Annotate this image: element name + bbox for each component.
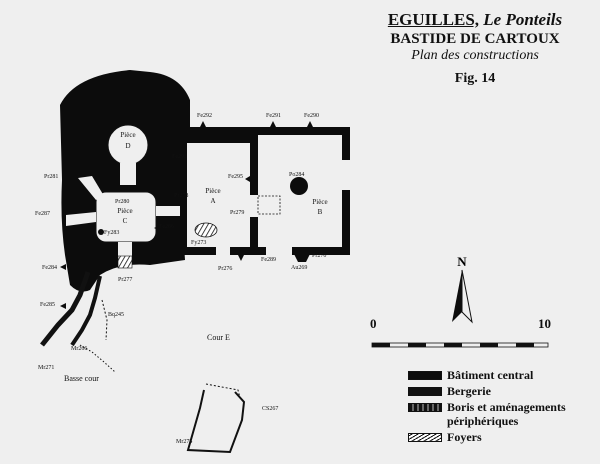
piece-a-letter: A [210, 197, 215, 205]
label-fe285: Fe285 [40, 302, 55, 308]
legend-label: Bergerie [447, 384, 491, 398]
label-bq245: Bq245 [108, 312, 124, 318]
legend-swatch-bergerie [408, 387, 442, 396]
legend-item-bergerie: Bergerie [408, 384, 566, 400]
legend-label: Foyers [447, 430, 482, 444]
label-au269: Au269 [291, 265, 307, 271]
gate-pr277 [117, 255, 133, 269]
label-pr279: Pr279 [230, 210, 244, 216]
south-notch-2 [266, 247, 292, 255]
cour-e-label: Cour E [207, 333, 230, 342]
label-pr277: Pr277 [118, 277, 132, 283]
label-mr266: Mr266 [71, 346, 87, 352]
window-fe287 [64, 208, 70, 214]
site-locality: Le Ponteils [483, 10, 563, 29]
label-pr280: Pr280 [115, 199, 129, 205]
window-fe285 [60, 303, 66, 309]
piece-b-letter: B [318, 208, 323, 216]
pit-po284 [290, 177, 308, 195]
label-fe291: Fe291 [266, 113, 281, 119]
legend: Bâtiment central Bergerie Boris et aména… [408, 368, 566, 446]
label-pr276: Pr276 [218, 266, 232, 272]
scale-start: 0 [370, 316, 377, 331]
sw-wall-1 [40, 271, 91, 347]
sw-wall-2 [70, 275, 102, 347]
label-fe286: Fe286 [159, 224, 174, 230]
site-name: EGUILLES, [387, 10, 480, 29]
label-fe293: Fe293 [172, 154, 187, 160]
sw-wall-3 [101, 299, 108, 341]
label-fe292: Fe292 [197, 113, 212, 119]
legend-item-boris: Boris et aménagements périphériques [408, 400, 566, 430]
foyer-fy273 [194, 222, 218, 238]
legend-label-cont: périphériques [447, 414, 519, 428]
label-fe284: Fe284 [42, 265, 57, 271]
window-fe291 [270, 121, 276, 127]
north-arrow-left [452, 270, 462, 322]
window-fe290 [307, 121, 313, 127]
label-fy273: Fy273 [191, 240, 206, 246]
passage-w [66, 212, 96, 226]
foyer-fy283 [98, 229, 104, 235]
label-fe290: Fe290 [304, 113, 319, 119]
label-fe295: Fe295 [228, 174, 243, 180]
scale-end: 10 [538, 316, 551, 331]
window-fe292 [200, 121, 206, 127]
site-title: EGUILLES, Le Ponteils [370, 10, 580, 30]
label-fe287: Fe287 [35, 211, 50, 217]
piece-c-letter: C [123, 217, 128, 225]
piece-d-passage [120, 163, 136, 185]
north-arrow-right [461, 269, 473, 324]
label-fy283: Fy283 [104, 230, 119, 236]
label-po284: Po284 [289, 172, 304, 178]
legend-label: Bâtiment central [447, 368, 534, 382]
legend-swatch-foyers [408, 433, 442, 442]
passage-nw [78, 176, 104, 200]
label-pr278: Pr278 [174, 193, 188, 199]
south-notch-1 [216, 247, 230, 255]
window-fe286 [154, 225, 160, 231]
figure-number: Fig. 14 [454, 71, 496, 87]
legend-item-foyers: Foyers [408, 430, 566, 446]
passage-e [156, 206, 182, 216]
legend-label: Boris et aménagements [447, 400, 566, 414]
niche [257, 195, 281, 215]
legend-swatch-black [408, 371, 442, 380]
window-fe289 [238, 255, 244, 261]
basse-cour-label: Basse cour [64, 374, 99, 383]
label-pr281: Pr281 [44, 174, 58, 180]
label-mr275: Mr275 [176, 439, 192, 445]
sw-wall-4 [79, 344, 116, 373]
label-cs267: CS267 [262, 406, 278, 412]
plan-caption: Plan des constructions [411, 48, 539, 64]
window-fe293 [174, 148, 180, 154]
structure-cs267 [186, 389, 246, 454]
legend-item-batiment: Bâtiment central [408, 368, 566, 384]
label-pr270: Pr270 [312, 253, 326, 259]
scale-bar [371, 342, 549, 348]
title-block: EGUILLES, Le Ponteils BASTIDE DE CARTOUX… [370, 10, 580, 88]
north-label: N [457, 254, 467, 269]
piece-c-label: Pièce [117, 207, 132, 215]
legend-swatch-boris [408, 403, 442, 412]
door-pr279 [250, 195, 258, 217]
piece-d-label: Pièce [120, 131, 135, 139]
plan-subtitle: BASTIDE DE CARTOUX [390, 31, 560, 48]
piece-d-letter: D [125, 142, 130, 150]
label-fe289: Fe289 [261, 257, 276, 263]
south-step [294, 254, 310, 262]
label-mr271: Mr271 [38, 365, 54, 371]
window-fe284 [60, 264, 66, 270]
window-fe295 [245, 176, 250, 182]
piece-a-label: Pièce [205, 187, 220, 195]
structure-cs267-outline [205, 383, 241, 399]
piece-b-label: Pièce [312, 198, 327, 206]
central-east-gap [342, 160, 352, 190]
